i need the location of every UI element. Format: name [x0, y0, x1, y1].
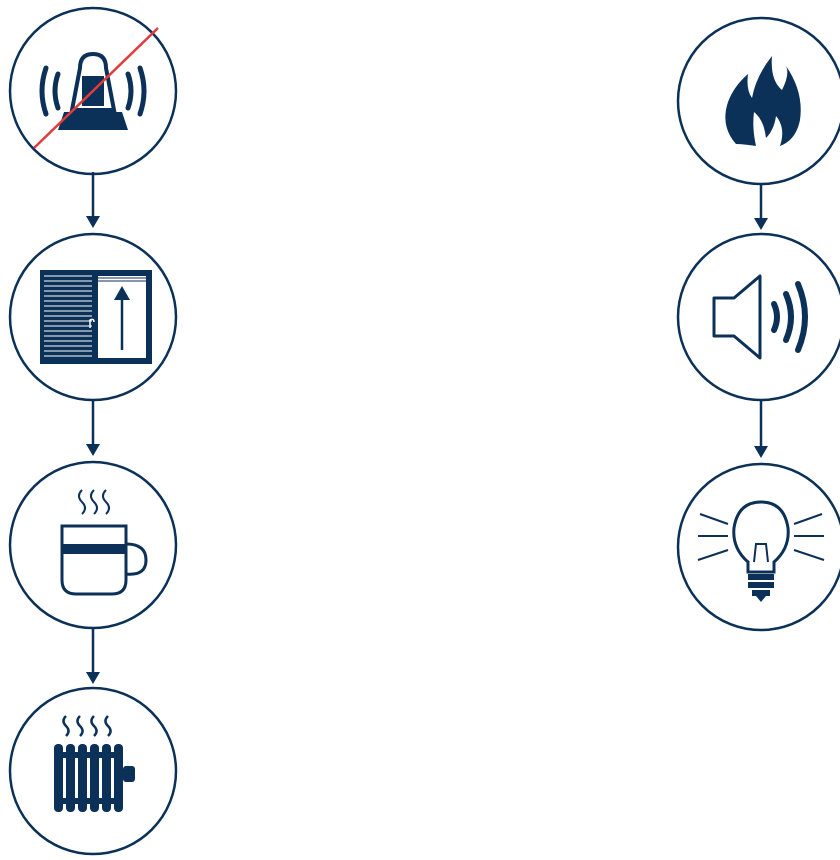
speaker-node	[676, 232, 840, 402]
alarm-off-node	[8, 6, 178, 176]
window-blind-up-icon	[8, 232, 178, 402]
connector-arrow	[83, 628, 103, 686]
radiator-node	[8, 686, 178, 856]
connector-arrow	[83, 172, 103, 230]
connector-arrow	[83, 400, 103, 458]
speaker-sound-icon	[676, 232, 840, 402]
connector-arrow	[751, 184, 771, 232]
light-bulb-node	[676, 462, 840, 632]
radiator-icon	[8, 686, 178, 856]
hot-drink-node	[8, 460, 178, 630]
connector-arrow	[751, 400, 771, 460]
window-blind-node	[8, 232, 178, 402]
hot-drink-icon	[8, 460, 178, 630]
fire-node	[676, 16, 840, 186]
alarm-off-icon	[8, 6, 178, 176]
fire-icon	[676, 16, 840, 186]
light-bulb-icon	[676, 462, 840, 632]
